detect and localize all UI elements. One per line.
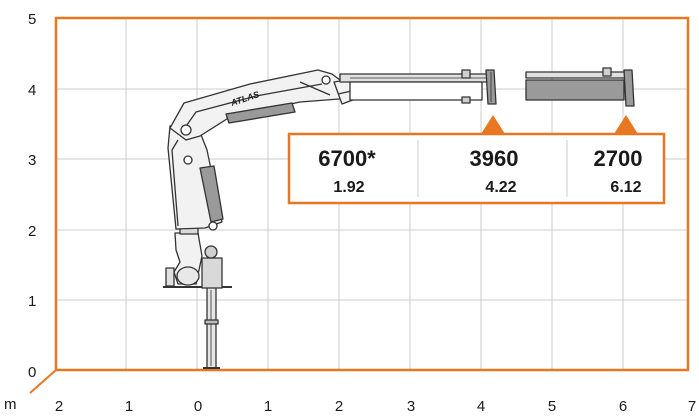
reach-value: 4.22 bbox=[485, 179, 516, 196]
load-value: 2700 bbox=[594, 146, 643, 171]
load-pointer-1 bbox=[481, 115, 505, 134]
plot-frame bbox=[54, 16, 690, 372]
stabilizer-housing bbox=[201, 257, 223, 289]
y-tick-label: 4 bbox=[28, 82, 36, 99]
x-axis-labels: 2 1 0 1 2 3 4 5 6 7 bbox=[55, 398, 696, 415]
reach-value: 6.12 bbox=[610, 179, 641, 196]
y-tick-label: 2 bbox=[28, 223, 36, 240]
load-value: 6700* bbox=[318, 146, 376, 171]
x-tick-label: 7 bbox=[688, 398, 696, 415]
x-tick-label: 2 bbox=[55, 398, 63, 415]
lift-cylinder bbox=[199, 165, 224, 223]
x-tick-label: 1 bbox=[264, 398, 272, 415]
reach-value: 1.92 bbox=[333, 179, 364, 196]
unit-label: m bbox=[4, 396, 17, 413]
hook-2 bbox=[623, 69, 635, 107]
corner-diagonal bbox=[29, 369, 57, 394]
x-tick-label: 2 bbox=[335, 398, 343, 415]
y-tick-label: 5 bbox=[28, 11, 36, 28]
y-tick-label: 0 bbox=[28, 364, 36, 381]
x-tick-label: 5 bbox=[548, 398, 556, 415]
boom-cylinder bbox=[225, 102, 296, 124]
x-tick-label: 4 bbox=[477, 398, 485, 415]
stabilizer-leg bbox=[206, 285, 217, 369]
y-tick-label: 1 bbox=[28, 293, 36, 310]
x-tick-label: 3 bbox=[407, 398, 415, 415]
load-table: 6700* 1.92 3960 4.22 2700 6.12 bbox=[287, 115, 666, 205]
load-pointer-2 bbox=[614, 115, 638, 134]
load-table-box bbox=[287, 132, 666, 205]
extension-arm-2 bbox=[525, 71, 629, 79]
x-tick-label: 6 bbox=[619, 398, 627, 415]
y-axis-labels: 0 1 2 3 4 5 bbox=[28, 11, 36, 381]
extension-cylinder-2 bbox=[525, 79, 625, 101]
y-tick-label: 3 bbox=[28, 152, 36, 169]
x-tick-label: 0 bbox=[194, 398, 202, 415]
crane-illustration: ATLAS bbox=[163, 67, 635, 369]
x-tick-label: 1 bbox=[125, 398, 133, 415]
load-value: 3960 bbox=[470, 146, 519, 171]
